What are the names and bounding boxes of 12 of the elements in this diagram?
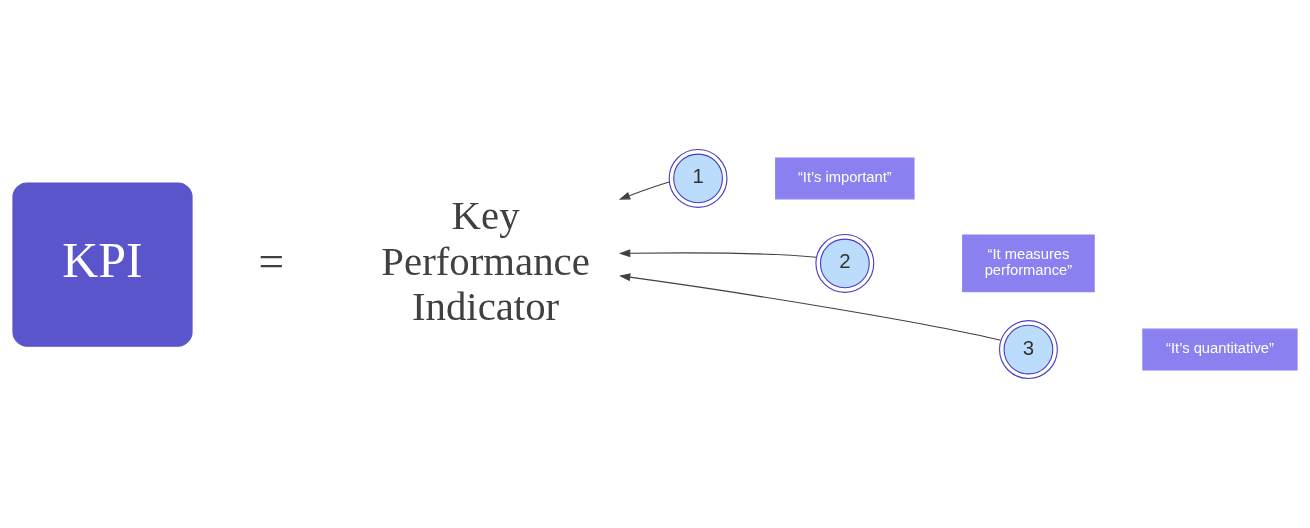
node-box: “It’s important” xyxy=(775,157,915,200)
node-box: “It measures performance” xyxy=(962,234,1095,293)
node-circle: 3 xyxy=(998,320,1058,380)
arrow xyxy=(619,273,1002,341)
label: = xyxy=(258,235,285,286)
node-circle: 2 xyxy=(815,233,875,293)
node-circle: 1 xyxy=(668,148,728,208)
arrow xyxy=(618,249,817,258)
arrow xyxy=(618,181,670,200)
node-box: “It’s quantitative” xyxy=(1142,328,1298,371)
node-box: KPI xyxy=(12,182,193,347)
node-text: Key Performance Indicator xyxy=(381,193,590,329)
